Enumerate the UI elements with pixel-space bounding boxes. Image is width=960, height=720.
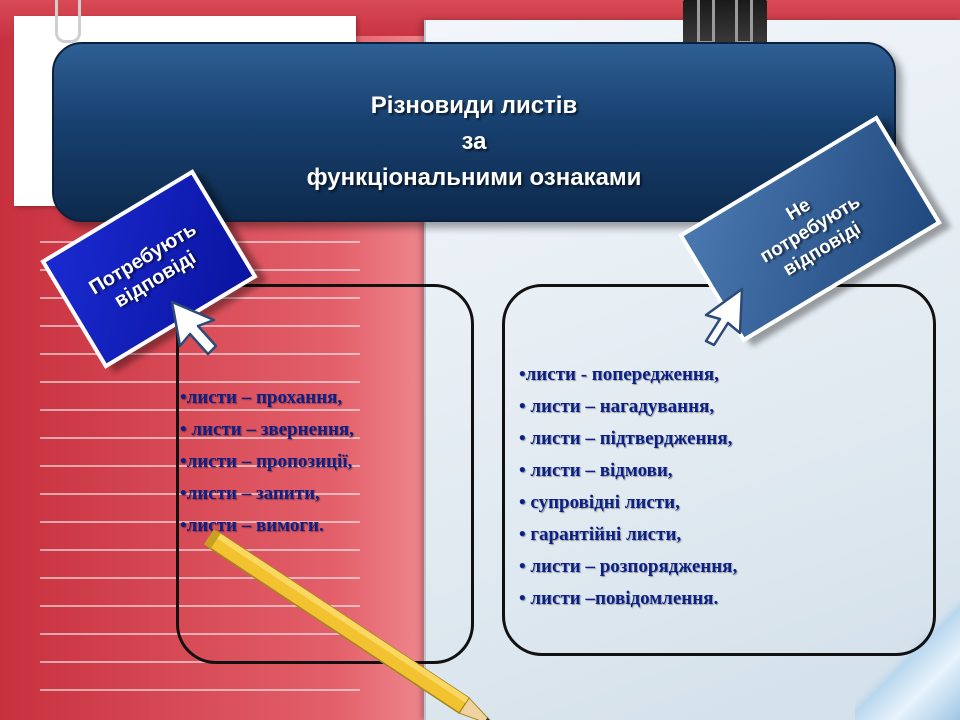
cursor-arrow-icon <box>704 287 744 347</box>
list-item: •листи – прохання, <box>180 387 343 408</box>
list-item: •листи – пропозиції, <box>180 451 353 472</box>
list-item: • листи –повідомлення. <box>519 588 719 609</box>
cursor-arrow-icon <box>170 300 218 356</box>
title-line-3: функціональними ознаками <box>306 164 642 191</box>
list-item: •листи - попередження, <box>519 364 719 385</box>
list-item: • листи – підтвердження, <box>519 428 733 449</box>
slide-title: Різновиди листів за функціональними озна… <box>52 88 896 196</box>
list-item: • листи – звернення, <box>180 419 354 440</box>
no-reply-list: •листи - попередження, • листи – нагадув… <box>519 359 737 615</box>
list-item: • гарантійні листи, <box>519 524 682 545</box>
title-line-1: Різновиди листів <box>370 92 578 119</box>
title-line-2: за <box>461 128 487 155</box>
paper-clip-icon <box>55 0 81 43</box>
list-item: • супровідні листи, <box>519 492 680 513</box>
list-item: •листи – вимоги. <box>180 515 324 536</box>
binder-clip-icon <box>683 0 767 44</box>
requires-reply-list: •листи – прохання, • листи – звернення, … <box>180 382 354 542</box>
list-item: •листи – запити, <box>180 483 320 504</box>
list-item: • листи – відмови, <box>519 460 673 481</box>
list-item: • листи – нагадування, <box>519 396 715 417</box>
list-item: • листи – розпорядження, <box>519 556 738 577</box>
